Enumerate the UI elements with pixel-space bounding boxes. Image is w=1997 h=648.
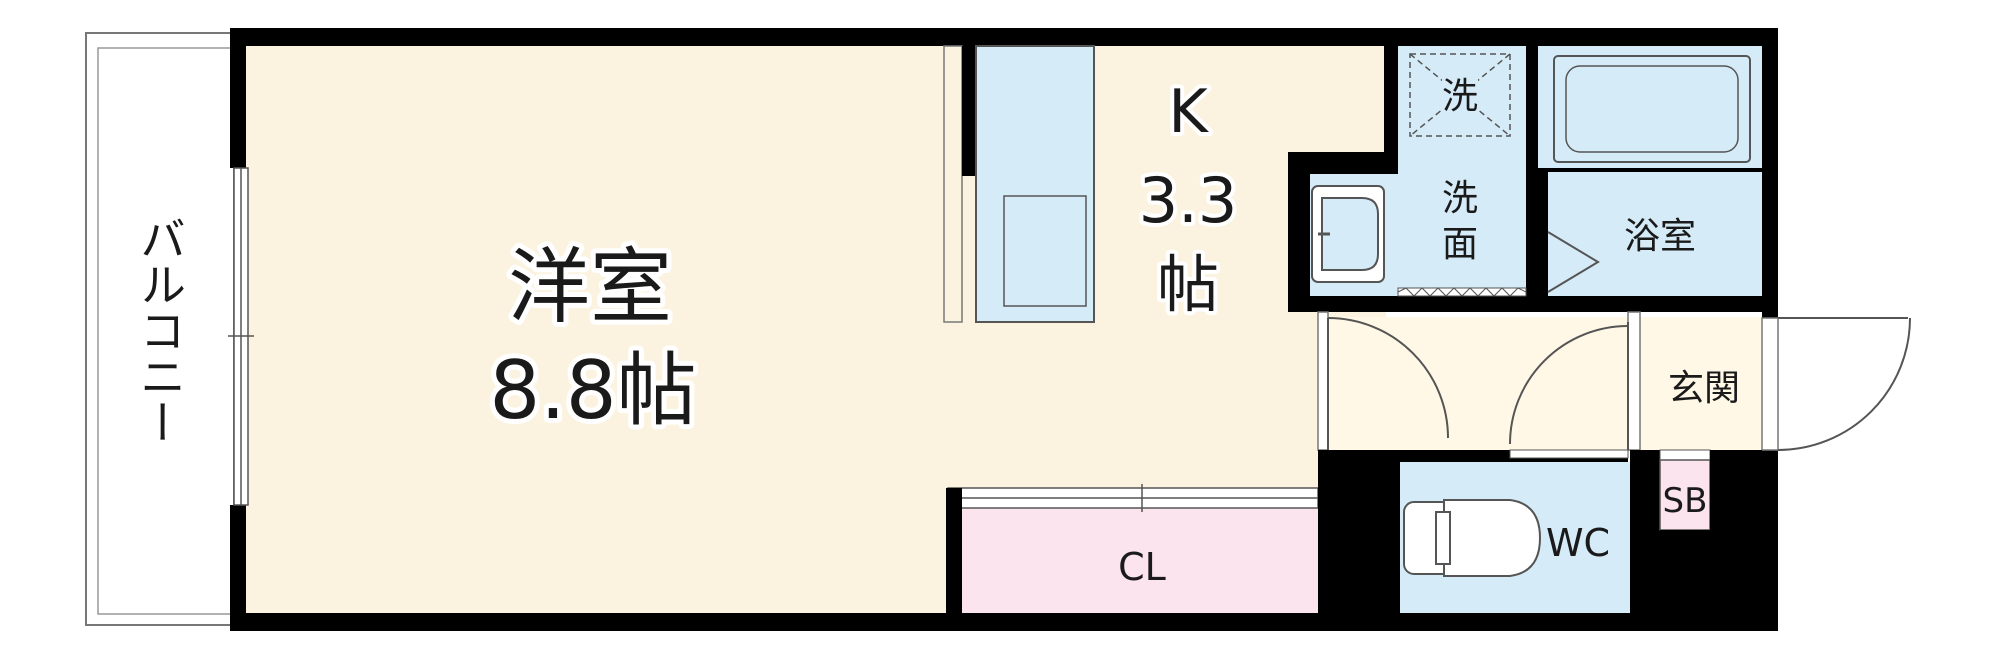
balcony-label: バルコニー [133, 215, 187, 445]
closet [946, 484, 1319, 613]
bathroom-label: 浴室 [1624, 216, 1696, 257]
washing-machine-label: 洗 [1442, 76, 1478, 117]
kitchen-size-unit: 帖 [1157, 248, 1219, 321]
kitchen-counter [943, 45, 1095, 323]
washing-machine-space [1409, 53, 1511, 137]
balcony [85, 32, 235, 626]
outer-walls [230, 28, 1778, 631]
bathroom-door [1547, 231, 1600, 293]
wash-basin [1311, 185, 1385, 283]
western-room-name: 洋室 [508, 240, 672, 335]
washroom-label-1: 洗 [1442, 178, 1478, 219]
shoe-box [1642, 449, 1762, 613]
washroom-threshold [1397, 287, 1527, 297]
kitchen-size-number: 3.3 [1139, 164, 1238, 237]
bathtub [1553, 55, 1751, 163]
kitchen-name: K [1168, 77, 1209, 147]
western-room-size: 8.8帖 [489, 344, 696, 437]
entrance-label: 玄関 [1668, 368, 1740, 409]
shoe-box-label: SB [1663, 481, 1708, 521]
washroom-label-2: 面 [1442, 224, 1478, 265]
toilet-fixture [1403, 499, 1542, 577]
toilet-label: WC [1546, 521, 1610, 565]
hall-doors [1327, 317, 1629, 450]
closet-label: CL [1118, 545, 1166, 589]
entrance-door [1777, 317, 1911, 451]
balcony-window [228, 167, 254, 506]
